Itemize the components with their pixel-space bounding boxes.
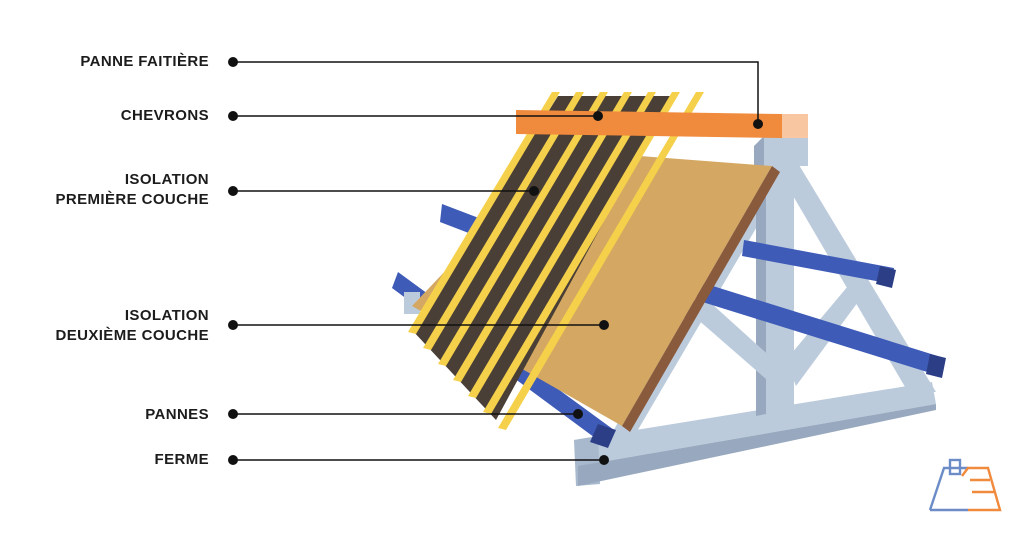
label-isolation-premiere: ISOLATION PREMIÈRE COUCHE xyxy=(55,170,209,210)
house-logo-icon xyxy=(928,458,1002,512)
leader-line xyxy=(233,61,759,124)
leader-dot xyxy=(573,409,583,419)
ridge-beam-end xyxy=(782,114,808,138)
label-panne-faitiere: PANNE FAITIÈRE xyxy=(80,52,209,72)
leader-dot xyxy=(599,455,609,465)
rafter xyxy=(468,92,656,398)
leader-dot xyxy=(228,409,238,419)
truss-top-block xyxy=(764,136,808,166)
leader-dot xyxy=(593,111,603,121)
label-pannes-line1: PANNES xyxy=(145,406,209,423)
rafter xyxy=(453,92,632,382)
truss-top-block-side xyxy=(754,136,764,172)
purlin-right-lower-end xyxy=(926,354,946,378)
truss-bottom-chord xyxy=(574,382,936,466)
insulation-first-layer xyxy=(412,96,672,420)
label-chevrons-line1: CHEVRONS xyxy=(120,107,209,124)
leader-dot xyxy=(228,57,238,67)
label-isolation-deuxieme: ISOLATION DEUXIÈME COUCHE xyxy=(55,306,209,346)
rafter xyxy=(423,92,584,350)
leader-dot xyxy=(753,119,763,129)
label-isolation-premiere-line1: ISOLATION xyxy=(124,171,209,188)
leader-dot xyxy=(228,111,238,121)
label-isolation-premiere-line2: PREMIÈRE COUCHE xyxy=(55,191,209,208)
purlin-right-upper xyxy=(742,240,894,284)
label-isolation-deuxieme-line2: DEUXIÈME COUCHE xyxy=(55,327,209,344)
ridge-beam xyxy=(516,110,808,138)
purlin-left-lower-end xyxy=(590,424,616,448)
insulation-first-top xyxy=(412,96,672,420)
leader-dot xyxy=(228,186,238,196)
truss-bottom-chord-side xyxy=(578,404,936,486)
leader-dot xyxy=(599,320,609,330)
label-isolation-deuxieme-line1: ISOLATION xyxy=(124,307,209,324)
purlin-right-lower xyxy=(696,282,944,376)
leader-dot xyxy=(228,320,238,330)
label-ferme-line1: FERME xyxy=(154,451,209,468)
label-pannes: PANNES xyxy=(145,405,209,425)
purlin-right-upper-end xyxy=(876,266,896,288)
truss-king-post xyxy=(766,160,794,414)
leader-lines xyxy=(228,57,763,465)
rafters xyxy=(408,92,704,430)
ridge-beam-body xyxy=(516,110,782,138)
rafter xyxy=(408,92,560,334)
label-ferme: FERME xyxy=(155,450,210,470)
purlin-left-stub xyxy=(404,292,420,314)
insulation-second-edge xyxy=(622,166,780,432)
leader-dot xyxy=(529,186,539,196)
rafter xyxy=(483,92,680,414)
rafter xyxy=(438,92,608,366)
rafter xyxy=(498,92,704,430)
label-panne-faitiere-line1: PANNE FAITIÈRE xyxy=(80,53,209,70)
label-chevrons: CHEVRONS xyxy=(121,106,209,126)
truss-left-strut xyxy=(696,304,774,386)
leader-dot xyxy=(228,455,238,465)
